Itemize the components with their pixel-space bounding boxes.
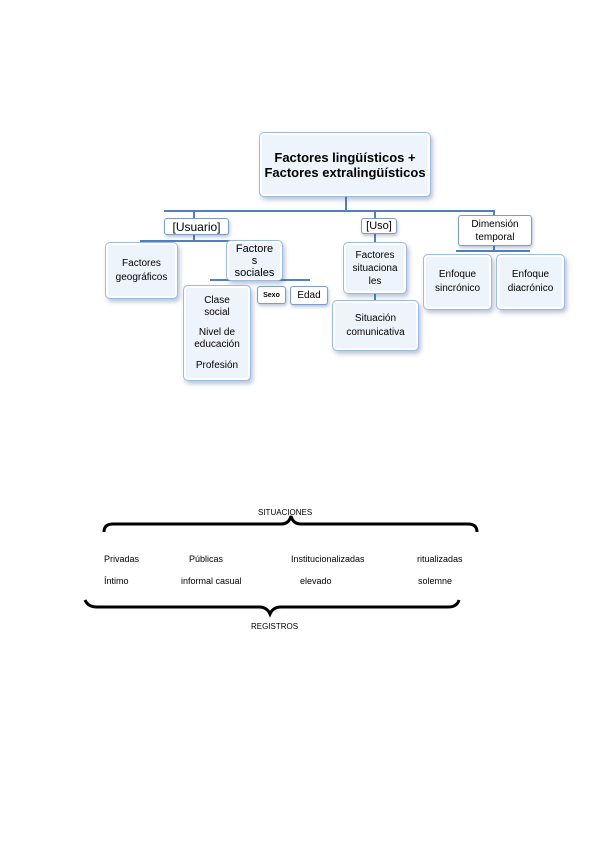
connector-usuario-down (193, 234, 195, 242)
registro-informal-casual: informal casual (181, 576, 242, 586)
connector-main-horizontal (164, 210, 494, 212)
situacion-publicas: Públicas (189, 554, 224, 564)
root-node: Factores lingüísticos + Factores extrali… (259, 132, 431, 197)
connector-usuario-horizontal (140, 240, 256, 242)
factores-geograficos-node: Factores geográficos (105, 242, 178, 299)
dimension-temporal-node: Dimensión temporal (458, 215, 532, 246)
situacion-ritualizadas: ritualizadas (417, 554, 463, 564)
connector-usuario-up (193, 210, 195, 218)
situacion-privadas: Privadas (104, 554, 140, 564)
clase-social-label: Clase social (204, 294, 230, 318)
connector-uso-down (374, 233, 376, 242)
social-attributes-node: Clase social Nivel de educación Profesió… (183, 285, 251, 381)
factores-situacionales-node: Factores situaciona les (343, 242, 407, 294)
registro-solemne: solemne (418, 576, 453, 586)
uso-label: [Uso] (361, 218, 397, 234)
connector-uso-up (374, 210, 376, 218)
connector-dimension-up (493, 210, 495, 218)
edad-node: Edad (290, 286, 328, 305)
factores-sociales-node: Factore s sociales (226, 240, 283, 281)
nivel-educacion-label: Nivel de educación (194, 327, 240, 350)
connector-situacionales-down (374, 293, 376, 301)
usuario-label: [Usuario] (164, 218, 229, 235)
situacion-institucionalizadas: Institucionalizadas (291, 554, 365, 564)
situacion-comunicativa-node: Situación comunicativa (332, 300, 419, 351)
connector-dimension-horizontal (456, 250, 530, 252)
situaciones-heading: SITUACIONES (258, 508, 313, 517)
sexo-node: Sexo (257, 286, 286, 304)
root-node-label: Factores lingüísticos + Factores extrali… (264, 149, 426, 180)
profesion-label: Profesión (195, 359, 239, 371)
connector-dimension-down (493, 246, 495, 252)
enfoque-diacronico-node: Enfoque diacrónico (496, 254, 565, 310)
enfoque-sincronico-node: Enfoque sincrónico (423, 254, 492, 310)
connector-root-down (345, 197, 347, 211)
registros-heading: REGISTROS (251, 622, 299, 631)
registro-intimo: Íntimo (104, 576, 129, 586)
registro-elevado: elevado (300, 576, 332, 586)
